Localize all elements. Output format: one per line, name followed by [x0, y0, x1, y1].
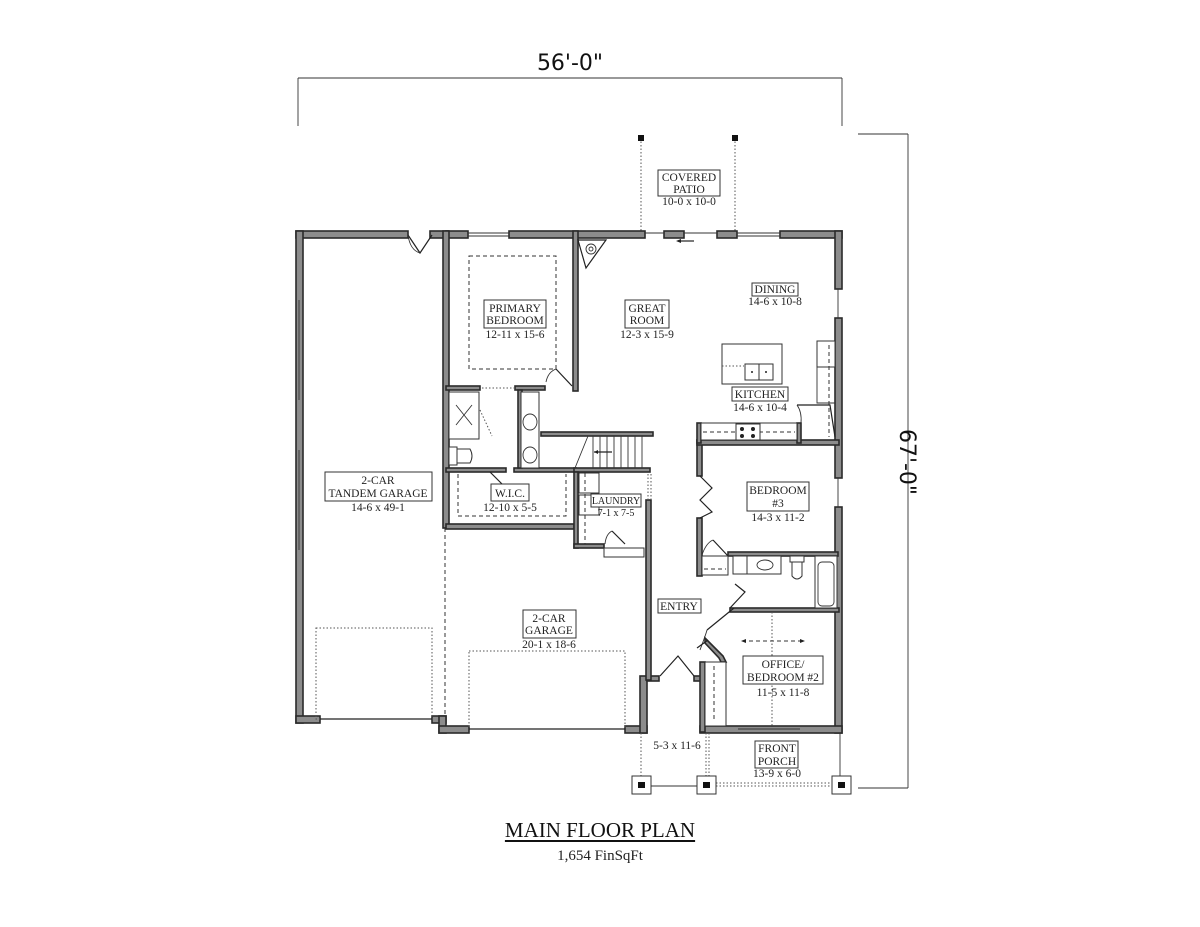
svg-text:5-3 x 11-6: 5-3 x 11-6: [653, 740, 701, 752]
svg-text:20-1 x 18-6: 20-1 x 18-6: [522, 639, 576, 651]
svg-text:7-1 x 7-5: 7-1 x 7-5: [598, 508, 635, 519]
svg-text:BEDROOM #2: BEDROOM #2: [747, 672, 819, 684]
room-label-bedroom3: BEDROOM #3 14-3 x 11-2: [746, 481, 810, 524]
svg-text:COVERED: COVERED: [662, 172, 716, 184]
svg-text:14-6 x 10-4: 14-6 x 10-4: [733, 402, 787, 414]
svg-text:12-11 x 15-6: 12-11 x 15-6: [486, 329, 545, 341]
svg-text:LAUNDRY: LAUNDRY: [592, 496, 640, 507]
interior-walls: [442, 230, 840, 733]
plan-title: MAIN FLOOR PLAN: [0, 818, 1200, 843]
svg-text:#3: #3: [772, 498, 784, 510]
covered-patio: [638, 135, 738, 232]
room-label-front-porch: FRONT PORCH 13-9 x 6-0: [753, 740, 801, 780]
svg-text:10-0 x 10-0: 10-0 x 10-0: [662, 196, 716, 208]
svg-text:ROOM: ROOM: [630, 315, 665, 327]
svg-text:14-6 x 10-8: 14-6 x 10-8: [748, 296, 802, 308]
svg-text:TANDEM GARAGE: TANDEM GARAGE: [328, 488, 427, 500]
room-label-dining: DINING 14-6 x 10-8: [748, 282, 802, 308]
primary-bath-fixtures: [448, 387, 540, 469]
svg-text:KITCHEN: KITCHEN: [735, 389, 786, 401]
svg-text:OFFICE/: OFFICE/: [762, 659, 806, 671]
room-label-kitchen: KITCHEN 14-6 x 10-4: [731, 386, 789, 414]
room-label-wic: W.I.C. 12-10 x 5-5: [483, 483, 537, 514]
plan-sqft: 1,654 FinSqFt: [557, 848, 643, 864]
stairs: [574, 435, 652, 500]
svg-text:BEDROOM: BEDROOM: [749, 485, 807, 497]
svg-text:BEDROOM: BEDROOM: [486, 315, 544, 327]
svg-text:GARAGE: GARAGE: [525, 625, 573, 637]
svg-text:ENTRY: ENTRY: [660, 601, 698, 613]
room-label-office: OFFICE/ BEDROOM #2 11-5 x 11-8: [742, 655, 824, 699]
svg-text:2-CAR: 2-CAR: [532, 613, 566, 625]
svg-text:FRONT: FRONT: [758, 743, 796, 755]
svg-text:PORCH: PORCH: [758, 756, 796, 768]
room-label-laundry: LAUNDRY 7-1 x 7-5: [590, 493, 642, 519]
room-label-entry: ENTRY: [657, 598, 702, 614]
room-label-tandem-garage: 2-CAR TANDEM GARAGE 14-6 x 49-1: [324, 471, 433, 514]
svg-text:14-3 x 11-2: 14-3 x 11-2: [751, 512, 804, 524]
depth-dimension: 67'-0": [858, 133, 919, 789]
room-label-covered-patio: COVERED PATIO 10-0 x 10-0: [657, 169, 721, 208]
bedroom3-detail: [699, 289, 839, 609]
plan-title-text: MAIN FLOOR PLAN: [504, 818, 696, 842]
primary-bedroom-detail: [468, 232, 608, 387]
front-porch: [631, 733, 852, 795]
width-dimension-label: 56'-0": [537, 51, 603, 76]
svg-text:11-5 x 11-8: 11-5 x 11-8: [757, 687, 810, 699]
width-dimension: 56'-0": [297, 51, 843, 126]
room-label-primary-bedroom: PRIMARY BEDROOM 12-11 x 15-6: [483, 299, 547, 341]
kitchen-detail: [645, 232, 836, 441]
svg-text:14-6 x 49-1: 14-6 x 49-1: [351, 502, 405, 514]
wic-detail: [457, 471, 567, 517]
svg-text:W.I.C.: W.I.C.: [495, 488, 525, 500]
svg-text:GREAT: GREAT: [628, 303, 665, 315]
svg-text:DINING: DINING: [755, 284, 796, 296]
svg-text:2-CAR: 2-CAR: [361, 475, 395, 487]
svg-text:13-9 x 6-0: 13-9 x 6-0: [753, 768, 801, 780]
svg-text:12-3 x 15-9: 12-3 x 15-9: [620, 329, 674, 341]
depth-dimension-label: 67'-0": [894, 429, 919, 495]
svg-text:PRIMARY: PRIMARY: [489, 303, 541, 315]
room-label-side-porch: 5-3 x 11-6: [653, 740, 701, 752]
entry-office-detail: [659, 607, 805, 730]
room-label-great-room: GREAT ROOM 12-3 x 15-9: [620, 299, 674, 341]
room-label-garage: 2-CAR GARAGE 20-1 x 18-6: [522, 609, 577, 651]
svg-text:PATIO: PATIO: [673, 184, 705, 196]
tandem-garage-door: [407, 234, 433, 255]
garage-doors: [298, 300, 626, 730]
svg-text:12-10 x 5-5: 12-10 x 5-5: [483, 502, 537, 514]
